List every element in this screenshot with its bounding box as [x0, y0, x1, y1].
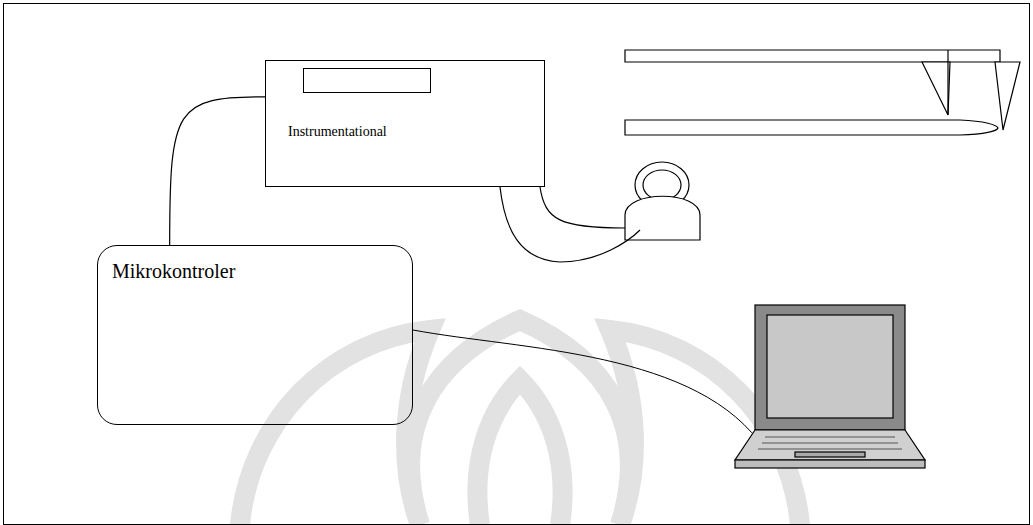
- watermark-logo: [240, 320, 800, 525]
- sensor: [625, 162, 700, 240]
- node-label: Instrumentational: [288, 124, 544, 140]
- display-window: [304, 69, 431, 93]
- node-label: Mikrokontroler: [112, 260, 412, 283]
- caliper: [625, 50, 1020, 135]
- frame: [4, 4, 1030, 525]
- cable: [170, 97, 265, 245]
- usb-cable: [413, 330, 765, 450]
- instrument-box: Instrumentational: [265, 60, 545, 187]
- laptop: [735, 305, 925, 468]
- sensor-cable: [500, 187, 640, 262]
- controller-box: Mikrokontroler: [97, 245, 413, 425]
